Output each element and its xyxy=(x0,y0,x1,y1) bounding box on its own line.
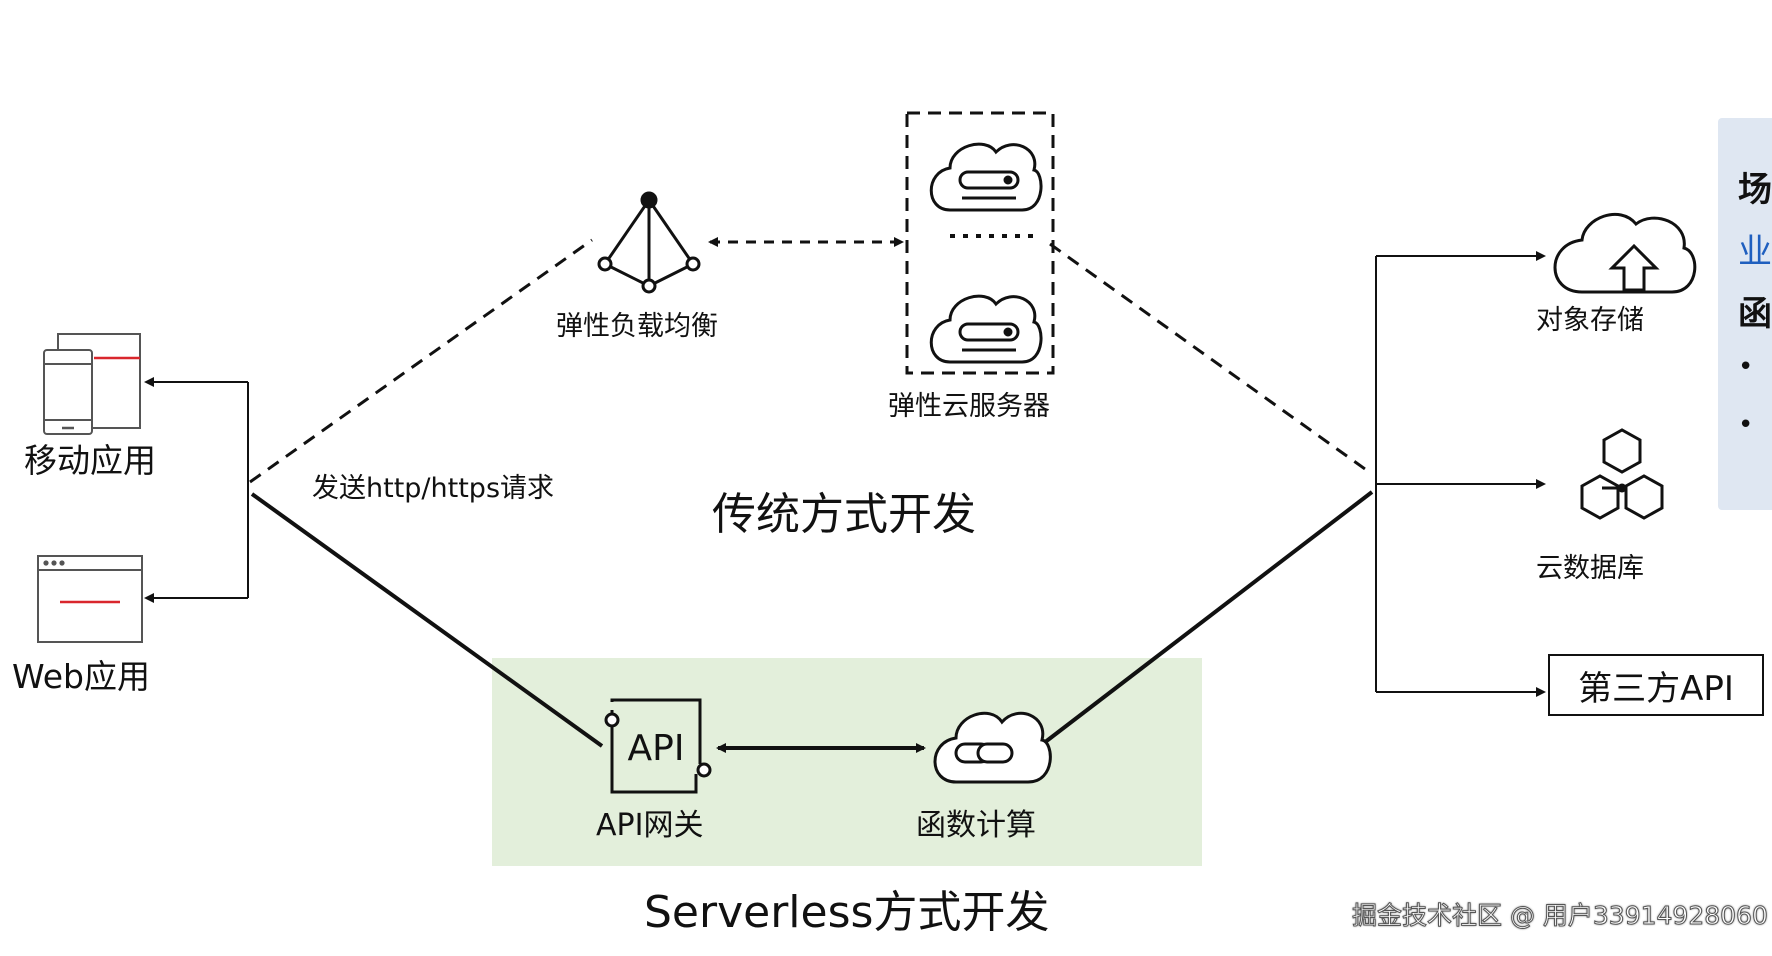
solid-client-to-apigw xyxy=(250,492,604,748)
ecs-server-icon-top xyxy=(929,142,1043,212)
object-storage-icon xyxy=(1553,212,1697,294)
ecs-server-icon-bottom xyxy=(929,294,1043,364)
api-gateway-icon-text: API xyxy=(628,728,685,769)
cloud-database-label: 云数据库 xyxy=(1536,553,1644,584)
third-party-api-label: 第三方API xyxy=(1578,668,1734,709)
cloud-database-icon xyxy=(1580,428,1664,520)
ecs-group-box xyxy=(905,111,1055,375)
serverless-region xyxy=(492,658,1202,866)
load-balancer-icon xyxy=(597,191,701,294)
object-storage-label: 对象存储 xyxy=(1536,305,1644,336)
mobile-app-icon xyxy=(43,333,141,435)
side-panel-line3: 函 xyxy=(1738,294,1772,334)
dashed-ecs-to-backend xyxy=(1049,242,1373,476)
api-gateway-label: API网关 xyxy=(596,808,704,843)
function-compute-label: 函数计算 xyxy=(916,808,1036,843)
side-panel-line2: 业 xyxy=(1738,232,1772,272)
watermark: 掘金技术社区 @ 用户33914928060 xyxy=(1352,901,1769,931)
request-label: 发送http/https请求 xyxy=(312,473,555,504)
side-panel: 场 业 函 • • xyxy=(1718,118,1772,510)
load-balancer-label: 弹性负载均衡 xyxy=(556,311,718,342)
ecs-label: 弹性云服务器 xyxy=(888,391,1050,422)
third-party-api-box: 第三方API xyxy=(1548,654,1764,716)
side-panel-bullet2: • xyxy=(1738,410,1754,440)
web-app-icon xyxy=(37,555,143,643)
function-compute-icon xyxy=(933,711,1052,784)
side-panel-bullet1: • xyxy=(1738,352,1754,382)
solid-fc-to-backend xyxy=(1038,490,1374,748)
mobile-app-label: 移动应用 xyxy=(24,441,156,480)
api-gateway-icon xyxy=(604,698,712,794)
serverless-label: Serverless方式开发 xyxy=(644,887,1050,938)
traditional-label: 传统方式开发 xyxy=(712,489,976,540)
side-panel-line1: 场 xyxy=(1738,170,1772,210)
web-app-label: Web应用 xyxy=(12,657,150,696)
dashed-client-to-lb xyxy=(249,238,593,484)
